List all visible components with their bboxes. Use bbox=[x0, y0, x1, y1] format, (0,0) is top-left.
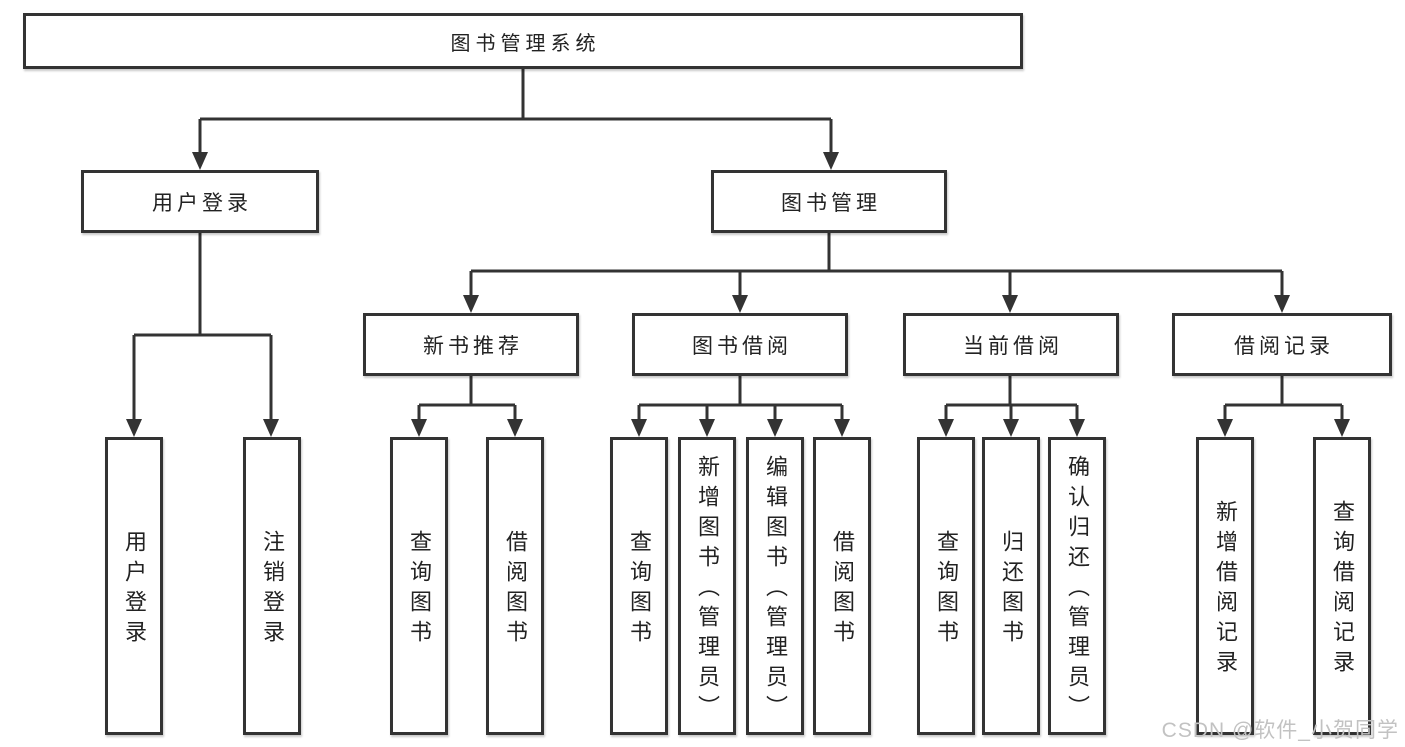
node-label: 查询借阅记录 bbox=[1330, 500, 1355, 680]
node-label: 图书管理 bbox=[781, 191, 881, 215]
leaf-query-books-recommend: 查询图书 bbox=[390, 437, 448, 735]
connector-lines bbox=[132, 69, 1344, 421]
node-label: 注销登录 bbox=[260, 530, 285, 650]
node-label: 用户登录 bbox=[122, 530, 147, 650]
leaf-query-borrow-record: 查询借阅记录 bbox=[1313, 437, 1371, 735]
leaf-confirm-return-admin: 确认归还（管理员） bbox=[1048, 437, 1106, 735]
node-library-management-system: 图书管理系统 bbox=[23, 13, 1023, 69]
node-label: 归还图书 bbox=[999, 530, 1024, 650]
node-book-management: 图书管理 bbox=[711, 170, 947, 233]
node-label: 借阅图书 bbox=[503, 530, 528, 650]
leaf-borrow-books-recommend: 借阅图书 bbox=[486, 437, 544, 735]
leaf-edit-books-admin: 编辑图书（管理员） bbox=[746, 437, 804, 735]
leaf-add-borrow-record: 新增借阅记录 bbox=[1196, 437, 1254, 735]
leaf-borrow-books: 借阅图书 bbox=[813, 437, 871, 735]
leaf-query-books-current: 查询图书 bbox=[917, 437, 975, 735]
leaf-user-login: 用户登录 bbox=[105, 437, 163, 735]
node-label: 图书管理系统 bbox=[450, 32, 601, 55]
node-current-borrowing: 当前借阅 bbox=[903, 313, 1119, 376]
node-label: 新增借阅记录 bbox=[1213, 500, 1238, 680]
leaf-query-books-borrowing: 查询图书 bbox=[610, 437, 668, 735]
node-borrowing-records: 借阅记录 bbox=[1172, 313, 1392, 376]
node-label: 借阅记录 bbox=[1234, 334, 1334, 358]
node-label: 图书借阅 bbox=[692, 334, 792, 358]
node-label: 编辑图书（管理员） bbox=[763, 455, 788, 725]
node-label: 用户登录 bbox=[152, 191, 252, 215]
csdn-watermark: CSDN @软件_小贺同学 bbox=[1161, 719, 1399, 742]
leaf-return-books: 归还图书 bbox=[982, 437, 1040, 735]
node-label: 确认归还（管理员） bbox=[1065, 455, 1090, 725]
node-label: 借阅图书 bbox=[830, 530, 855, 650]
node-label: 当前借阅 bbox=[963, 334, 1063, 358]
node-user-login: 用户登录 bbox=[81, 170, 319, 233]
node-label: 查询图书 bbox=[627, 530, 652, 650]
node-book-borrowing: 图书借阅 bbox=[632, 313, 848, 376]
node-new-book-recommendation: 新书推荐 bbox=[363, 313, 579, 376]
leaf-logout: 注销登录 bbox=[243, 437, 301, 735]
node-label: 查询图书 bbox=[407, 530, 432, 650]
leaf-add-books-admin: 新增图书（管理员） bbox=[678, 437, 736, 735]
node-label: 新书推荐 bbox=[423, 334, 523, 358]
node-label: 查询图书 bbox=[934, 530, 959, 650]
node-label: 新增图书（管理员） bbox=[695, 455, 720, 725]
